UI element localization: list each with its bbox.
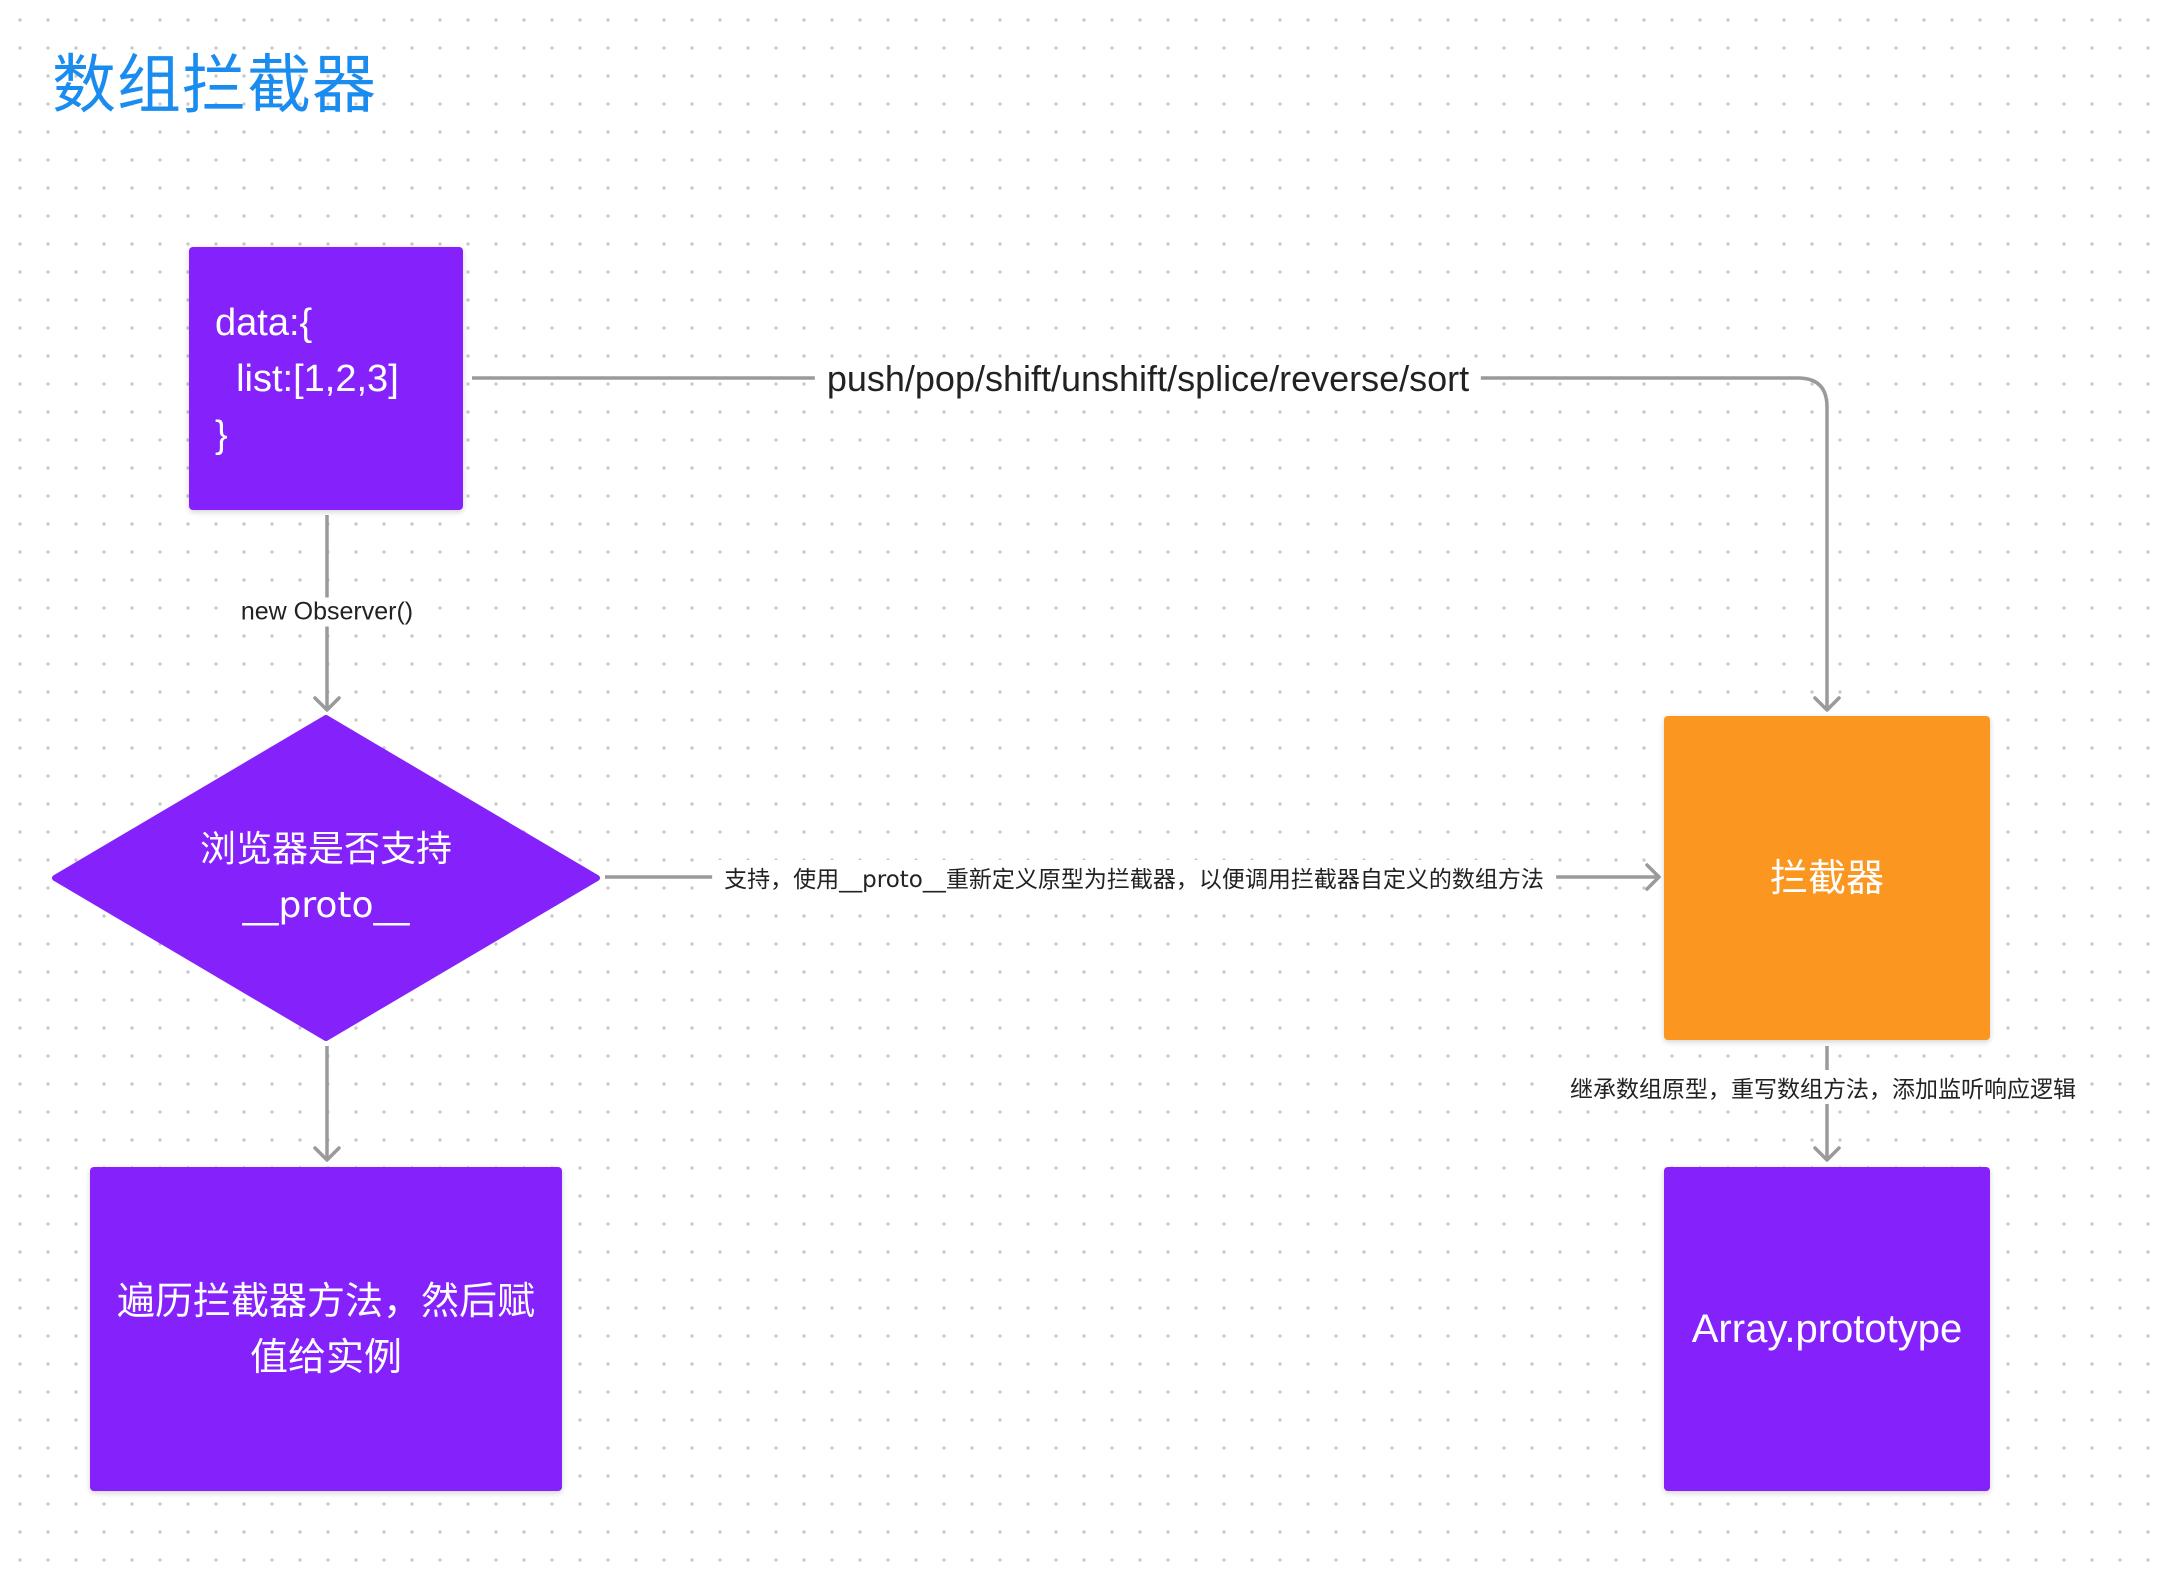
decision-label-line1: 浏览器是否支持: [199, 829, 452, 870]
interceptor-node[interactable]: 拦截器: [1664, 716, 1990, 1040]
data-object-node[interactable]: data:{ list:[1,2,3] }: [189, 247, 463, 510]
data-object-code: data:{ list:[1,2,3] }: [215, 301, 399, 456]
edge-label-proto-supported: 支持，使用__proto__重新定义原型为拦截器，以便调用拦截器自定义的数组方法: [712, 860, 1556, 894]
interceptor-label: 拦截器: [1769, 856, 1884, 900]
edge-label-array-methods: push/pop/shift/unshift/splice/reverse/so…: [814, 358, 1482, 400]
iterate-label: 遍历拦截器方法，然后赋 值给实例: [117, 1273, 535, 1385]
iterate-label-line1: 遍历拦截器方法，然后赋: [116, 1279, 535, 1323]
edge-label-new-observer: new Observer(): [228, 597, 426, 627]
decision-label: 浏览器是否支持 __proto__: [52, 715, 600, 1041]
array-prototype-node[interactable]: Array.prototype: [1664, 1167, 1990, 1491]
iterate-interceptor-methods-node[interactable]: 遍历拦截器方法，然后赋 值给实例: [90, 1167, 562, 1491]
edge-label-inherit-array-prototype: 继承数组原型，重写数组方法，添加监听响应逻辑: [1558, 1070, 2088, 1104]
edge-data-to-interceptor: [472, 376, 1841, 712]
proto-support-decision-node[interactable]: [52, 715, 600, 1041]
page-title: 数组拦截器: [52, 49, 377, 123]
array-prototype-label: Array.prototype: [1691, 1307, 1963, 1351]
decision-label-line2: __proto__: [242, 885, 410, 926]
iterate-label-line2: 值给实例: [249, 1335, 402, 1379]
